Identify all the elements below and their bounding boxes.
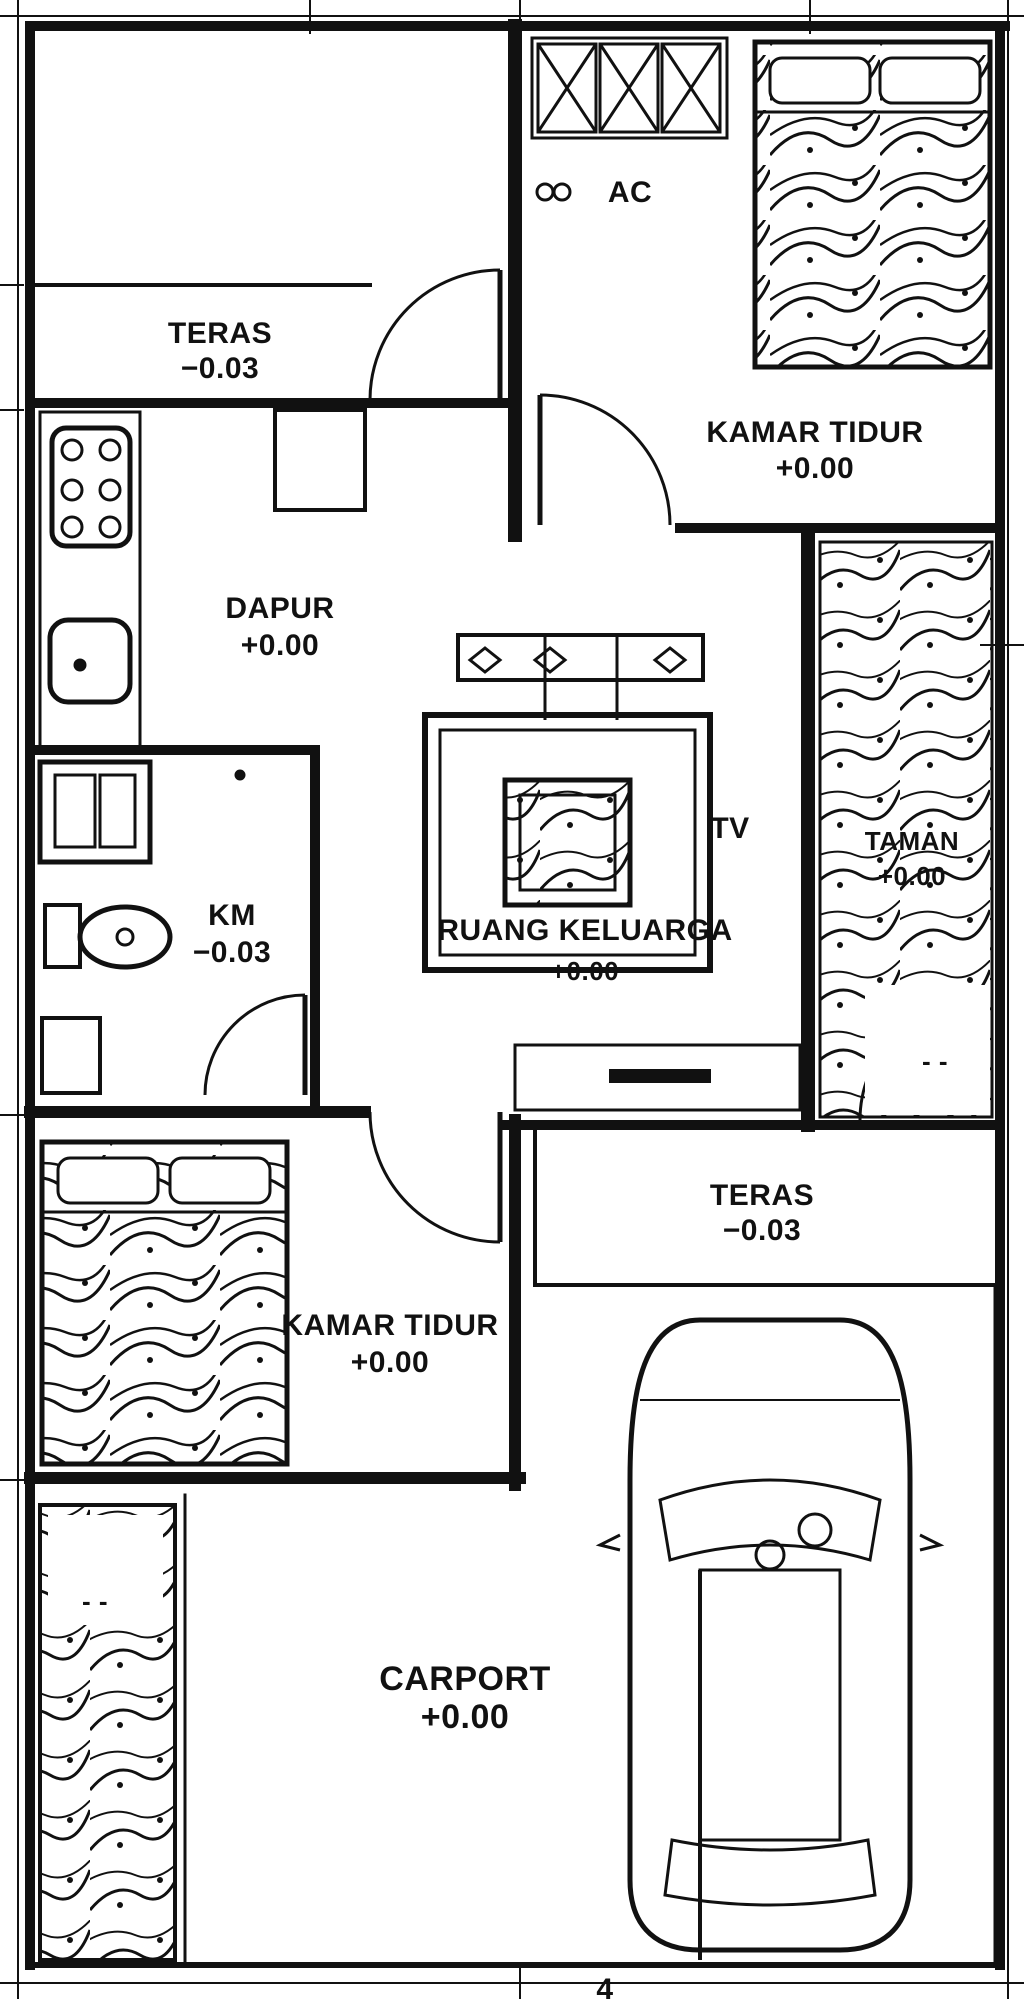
bed-bottom [39,1139,290,1467]
label-carport: CARPORT [379,1660,551,1698]
label-km: KM [208,899,256,932]
garden-opening [865,985,990,1115]
bed-top [752,39,993,370]
bathroom-fixtures [37,759,246,1095]
level-taman: +0.00 [878,861,946,891]
label-kamar-tidur-bottom: KAMAR TIDUR [281,1309,498,1342]
level-carport: +0.00 [421,1698,510,1736]
door-teras-top [368,268,502,401]
label-teras-bottom: TERAS [710,1179,814,1212]
grid-number-bottom: 4 [596,1973,613,1999]
tv-label: TV [710,812,749,845]
label-ruang-keluarga: RUANG KELUARGA [437,914,732,947]
level-km: −0.03 [193,936,271,969]
ac-label: AC [608,176,652,209]
living-set [422,633,713,973]
level-ruang-keluarga: +0.00 [551,956,619,986]
door-km [203,993,306,1096]
car-icon [595,1317,945,1960]
level-dapur: +0.00 [241,629,319,662]
dash-mark-left: - - [82,1586,108,1616]
planter-opening [48,1515,163,1625]
level-teras-bottom: −0.03 [723,1214,801,1247]
room-labels: TERAS −0.03 KAMAR TIDUR +0.00 DAPUR +0.0… [168,317,959,1736]
label-kamar-tidur-top: KAMAR TIDUR [706,416,923,449]
label-dapur: DAPUR [225,592,334,625]
label-teras-top: TERAS [168,317,272,350]
level-kamar-tidur-bottom: +0.00 [351,1346,429,1379]
walls [24,19,1010,1970]
dash-mark-right: - - [922,1046,948,1076]
tv-cabinet [513,1043,802,1112]
fridge [273,408,367,512]
label-taman: TAMAN [865,826,959,856]
door-kamar-bottom [368,1111,501,1244]
door-kamar-top [539,393,672,526]
wardrobe-top [530,36,729,140]
level-teras-top: −0.03 [181,352,259,385]
ac-unit-icon [535,182,572,202]
level-kamar-tidur-top: +0.00 [776,452,854,485]
kitchen-counter [38,410,142,749]
